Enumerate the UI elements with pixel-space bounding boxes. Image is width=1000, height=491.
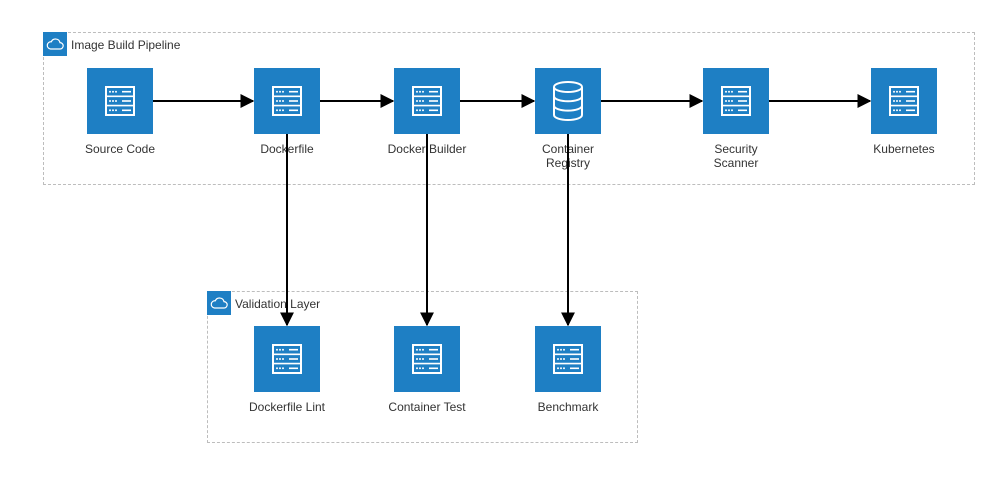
node-label-line: Benchmark [537, 400, 599, 414]
server-icon [716, 81, 756, 121]
node-label-line: Security [714, 142, 758, 156]
node-label-line: Scanner [713, 156, 759, 170]
group-pipeline [43, 32, 975, 185]
node-kubernetes[interactable] [871, 68, 937, 134]
node-label: Benchmark [508, 400, 628, 414]
group-label: Validation Layer [235, 297, 321, 311]
server-icon [267, 81, 307, 121]
node-source[interactable] [87, 68, 153, 134]
node-lint[interactable] [254, 326, 320, 392]
server-icon [407, 81, 447, 121]
node-label-line: Container Test [388, 400, 466, 414]
node-label: Source Code [60, 142, 180, 156]
node-builder[interactable] [394, 68, 460, 134]
node-registry[interactable] [535, 68, 601, 134]
node-label: Container Test [367, 400, 487, 414]
node-scanner[interactable] [703, 68, 769, 134]
node-label: Dockerfile Lint [227, 400, 347, 414]
cloud-icon [207, 291, 231, 315]
server-icon [407, 339, 447, 379]
server-icon [100, 81, 140, 121]
server-icon [884, 81, 924, 121]
group-validation [207, 291, 638, 443]
node-label-line: Kubernetes [873, 142, 935, 156]
node-benchmark[interactable] [535, 326, 601, 392]
node-label-line: Dockerfile Lint [248, 400, 326, 414]
node-label: Kubernetes [844, 142, 964, 156]
database-icon [548, 79, 588, 123]
cloud-icon [43, 32, 67, 56]
server-icon [267, 339, 307, 379]
group-label: Image Build Pipeline [71, 38, 181, 52]
node-dockerfile[interactable] [254, 68, 320, 134]
node-ctest[interactable] [394, 326, 460, 392]
node-label-line: Source Code [84, 142, 156, 156]
server-icon [548, 339, 588, 379]
